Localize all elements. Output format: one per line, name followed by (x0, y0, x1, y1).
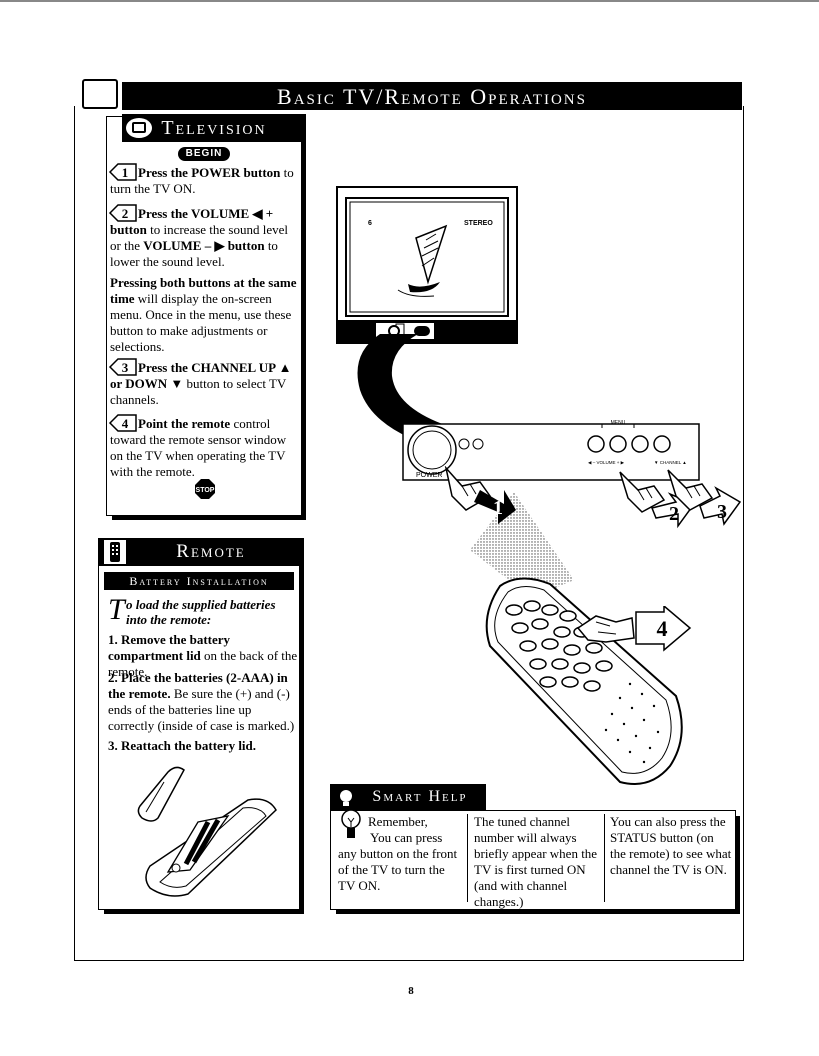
page-number: 8 (408, 985, 414, 997)
tv-icon (124, 116, 154, 140)
svg-text:2: 2 (122, 206, 129, 221)
lightbulb-icon (334, 786, 358, 815)
beam-graphic (340, 330, 460, 445)
step-2-text: Press the VOLUME ◀ + button to increase … (110, 206, 289, 269)
callout-4-hand: 4 (576, 604, 694, 657)
smart-help-col1: any button on the front of the TV to tur… (338, 846, 458, 893)
title-checkbox-icon (82, 79, 118, 109)
svg-text:◀ – VOLUME + ▶: ◀ – VOLUME + ▶ (588, 460, 625, 465)
remote-icon (104, 540, 126, 564)
svg-text:4: 4 (122, 416, 129, 431)
svg-text:3: 3 (717, 501, 727, 523)
top-rule (0, 0, 819, 2)
begin-badge: BEGIN (178, 147, 230, 161)
step-2-number-icon: 2 (108, 204, 138, 227)
battery-step-2: 2. Place the batteries (2-AAA) in the re… (108, 670, 295, 733)
callout-3-hand: 3 (666, 466, 746, 535)
smart-help-col3: You can also press the STATUS button (on… (610, 814, 732, 877)
remote-heading: Remote (98, 538, 304, 566)
tv-illustration: 6 STEREO (336, 186, 520, 351)
smart-help-bulb-icon (338, 808, 364, 845)
svg-text:1: 1 (122, 165, 129, 180)
intro-drop-cap: T (108, 593, 125, 626)
battery-remote-illustration (128, 760, 288, 905)
smart-help-divider-2 (604, 814, 605, 902)
svg-text:6: 6 (368, 220, 372, 227)
smart-help-can-press: You can press (370, 830, 443, 845)
battery-step-3: 3. Reattach the battery lid. (108, 738, 257, 753)
page-frame (74, 106, 744, 961)
tv-control-panel: MENU ◀ – VOLUME + ▶ ▼ CHANNEL ▲ POWER (402, 416, 702, 489)
svg-text:▼ CHANNEL ▲: ▼ CHANNEL ▲ (654, 460, 687, 465)
svg-text:4: 4 (657, 616, 668, 641)
step-3-number-icon: 3 (108, 358, 138, 381)
stop-icon: STOP (194, 478, 216, 505)
step-4-number-icon: 4 (108, 414, 138, 437)
battery-installation-heading: Battery Installation (104, 572, 294, 590)
svg-text:STOP: STOP (196, 487, 215, 494)
svg-text:MENU: MENU (611, 420, 626, 426)
smart-help-panel (330, 810, 736, 910)
menu-note: Pressing both buttons at the same time w… (110, 275, 297, 354)
svg-text:POWER: POWER (416, 472, 442, 479)
step-4-text: Point the remote control toward the remo… (110, 416, 287, 479)
television-heading: Television (122, 114, 306, 142)
battery-intro: o load the supplied batteries into the r… (126, 597, 276, 627)
svg-text:1: 1 (493, 497, 503, 519)
battery-step-1: 1. Remove the battery compartment lid on… (108, 632, 298, 679)
step-1-number-icon: 1 (108, 163, 138, 186)
smart-help-divider-1 (467, 814, 468, 902)
svg-text:STEREO: STEREO (464, 220, 493, 227)
step-1-text: Press the POWER button to turn the TV ON… (110, 165, 294, 196)
svg-text:2: 2 (669, 503, 679, 525)
remote-beam-graphic (462, 490, 582, 605)
smart-help-remember: Remember, (368, 814, 428, 829)
step-3-text: Press the CHANNEL UP ▲ or DOWN ▼ button … (110, 360, 292, 407)
svg-text:3: 3 (122, 360, 129, 375)
page-title: Basic TV/Remote Operations (122, 82, 742, 110)
smart-help-heading: Smart Help (330, 784, 486, 810)
television-panel (106, 116, 302, 516)
smart-help-col2: The tuned channel number will always bri… (474, 814, 598, 909)
